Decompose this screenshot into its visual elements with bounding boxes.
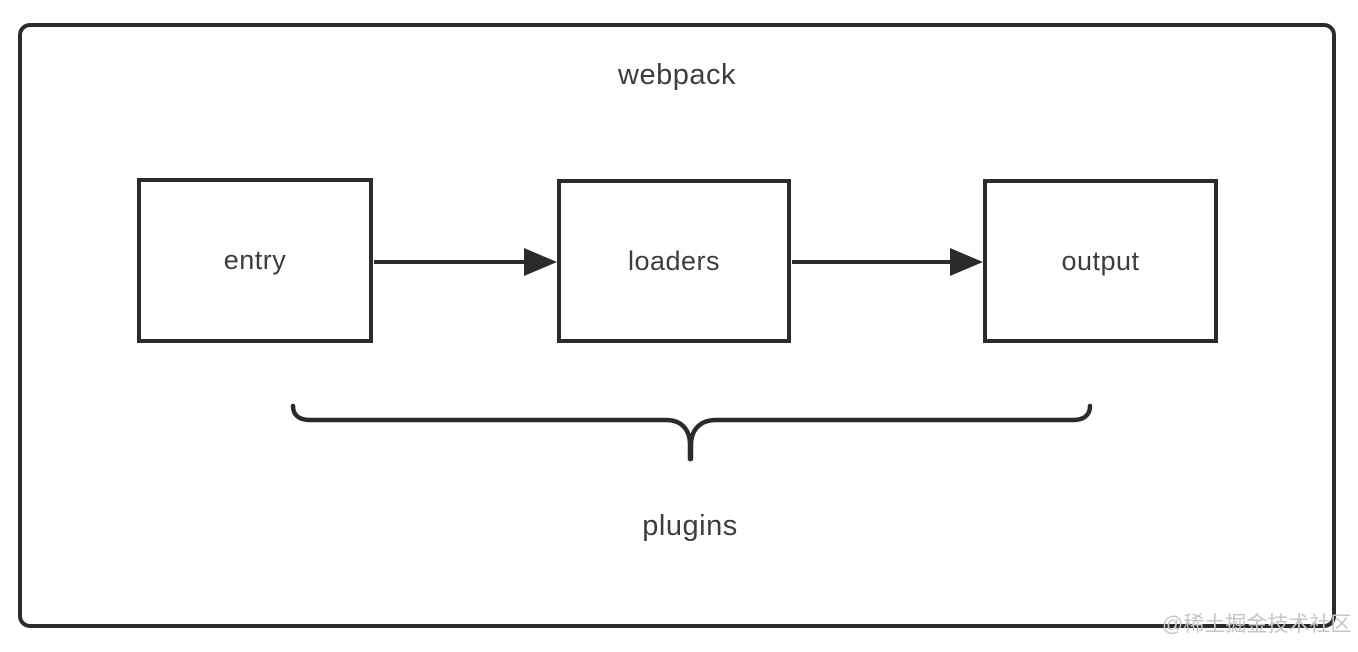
watermark: @稀土掘金技术社区	[1162, 613, 1352, 636]
diagram-title: webpack	[618, 59, 736, 91]
node-entry: entry	[137, 178, 373, 343]
plugins-label: plugins	[642, 510, 738, 542]
node-loaders-label: loaders	[627, 245, 721, 276]
node-entry-label: entry	[223, 245, 287, 275]
node-output-label: output	[1061, 245, 1140, 276]
diagram-outer-frame	[18, 23, 1336, 628]
node-output: output	[983, 179, 1218, 343]
node-loaders: loaders	[557, 179, 791, 343]
